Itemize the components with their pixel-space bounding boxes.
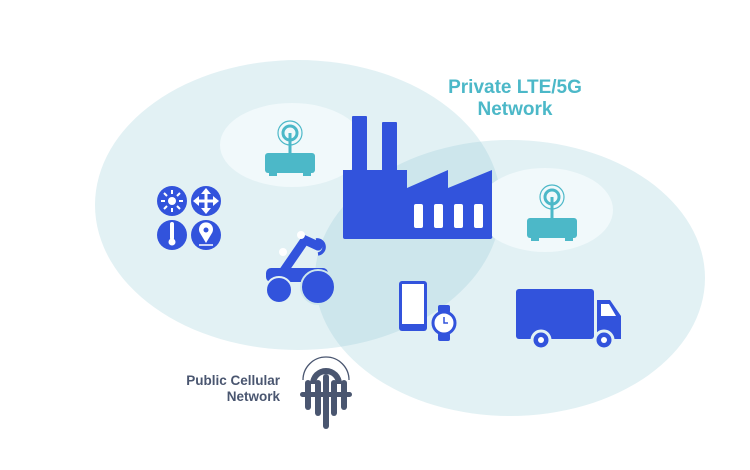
router-icon (527, 184, 577, 241)
private-label-line1: Private LTE/5G (448, 77, 582, 98)
private-network-label: Private LTE/5G Network (420, 77, 610, 121)
robot-arm-vehicle-icon (265, 231, 336, 305)
smartphone-icon (399, 281, 427, 331)
sun-sensor-icon (157, 186, 187, 216)
smartwatch-icon (431, 305, 457, 341)
public-network-label: Public Cellular Network (150, 373, 280, 404)
public-label-line2: Network (226, 388, 280, 404)
cell-tower-icon (300, 356, 352, 429)
location-pin-icon (191, 220, 221, 250)
thermometer-icon (157, 220, 187, 250)
move-arrows-icon (191, 186, 221, 216)
hotspot-right (477, 168, 613, 252)
private-label-line2: Network (477, 98, 553, 120)
delivery-truck-icon (516, 289, 621, 351)
factory-icon (343, 116, 493, 240)
router-icon (265, 120, 315, 176)
public-label-line1: Public Cellular (186, 373, 280, 388)
